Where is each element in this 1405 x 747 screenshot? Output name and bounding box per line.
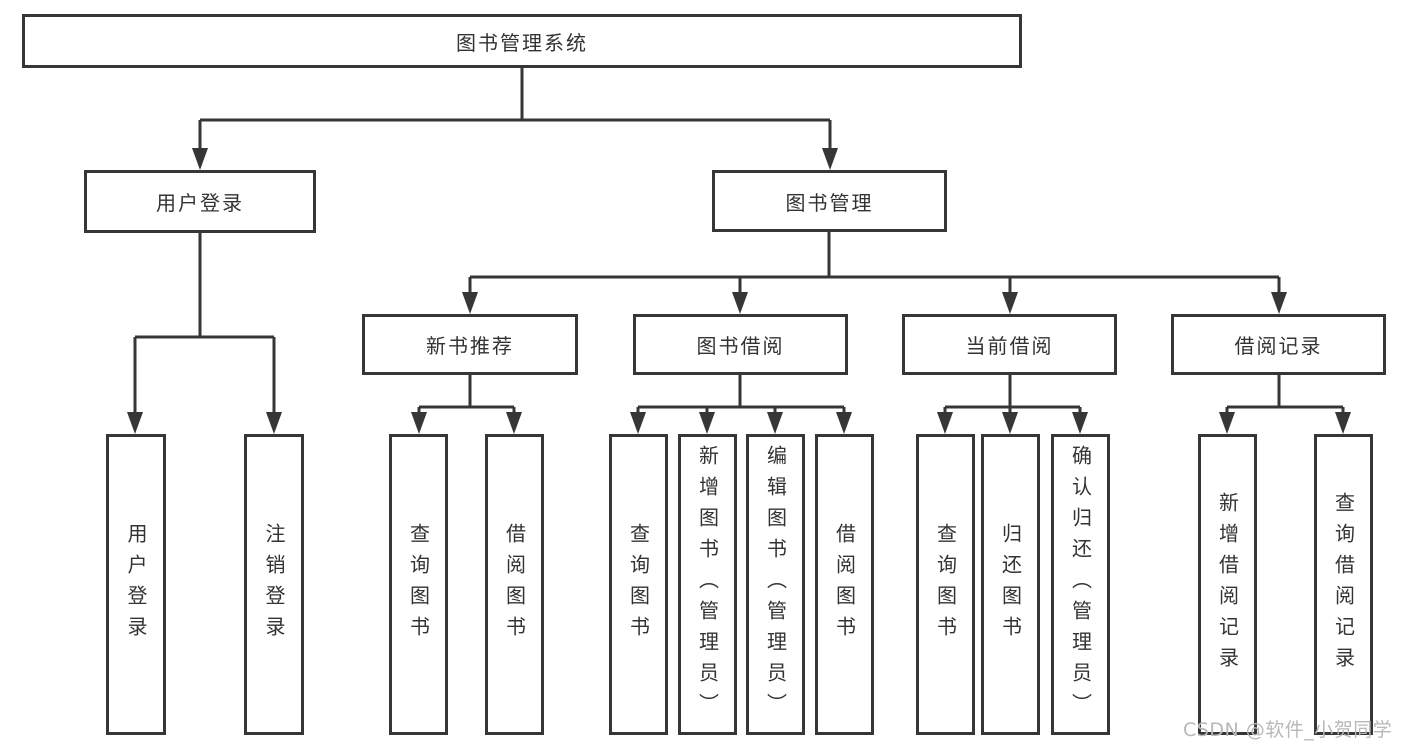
leaf-logout-login: 注销登录 (244, 434, 304, 735)
leaf-user-login: 用户登录 (106, 434, 166, 735)
leaf-return-books: 归还图书 (981, 434, 1040, 735)
node-label: 图书借阅 (696, 334, 785, 358)
node-label: 图书管理 (785, 190, 874, 215)
leaf-label: 新增图书（管理员） (695, 445, 720, 724)
node-current-borrowing: 当前借阅 (902, 314, 1117, 375)
node-user-login: 用户登录 (84, 170, 316, 233)
leaf-label: 新增借阅记录 (1215, 491, 1240, 678)
leaf-borrow-books-borrow: 借阅图书 (815, 434, 874, 735)
leaf-confirm-return-admin: 确认归还（管理员） (1051, 434, 1110, 735)
leaf-query-books-borrow: 查询图书 (609, 434, 668, 735)
leaf-add-books-admin: 新增图书（管理员） (678, 434, 737, 735)
csdn-watermark: CSDN @软件_小贺同学 (1183, 719, 1393, 741)
leaf-query-books-current: 查询图书 (916, 434, 975, 735)
leaf-label: 归还图书 (998, 522, 1023, 647)
leaf-label: 借阅图书 (832, 522, 857, 647)
leaf-query-borrow-record: 查询借阅记录 (1314, 434, 1373, 735)
node-label: 图书管理系统 (456, 30, 588, 55)
leaf-label: 用户登录 (124, 522, 148, 647)
node-label: 用户登录 (156, 191, 244, 215)
leaf-label: 查询图书 (626, 522, 651, 647)
leaf-label: 查询图书 (406, 522, 431, 647)
leaf-add-borrow-record: 新增借阅记录 (1198, 434, 1257, 735)
node-borrowing-records: 借阅记录 (1171, 314, 1386, 375)
node-root-system: 图书管理系统 (22, 14, 1022, 68)
leaf-query-books-recommend: 查询图书 (389, 434, 448, 735)
leaf-label: 编辑图书（管理员） (763, 445, 788, 724)
node-label: 新书推荐 (426, 334, 514, 358)
node-new-book-recommend: 新书推荐 (362, 314, 578, 375)
arrowheads (127, 148, 1351, 434)
leaf-edit-books-admin: 编辑图书（管理员） (746, 434, 805, 735)
leaf-label: 查询借阅记录 (1331, 491, 1356, 678)
leaf-label: 借阅图书 (502, 522, 527, 647)
leaf-label: 注销登录 (262, 522, 286, 647)
node-label: 当前借阅 (965, 334, 1054, 358)
node-label: 借阅记录 (1234, 334, 1323, 358)
leaf-label: 确认归还（管理员） (1068, 445, 1093, 724)
leaf-label: 查询图书 (933, 522, 958, 647)
node-book-management: 图书管理 (712, 170, 947, 232)
node-book-borrowing: 图书借阅 (633, 314, 848, 375)
leaf-borrow-books-recommend: 借阅图书 (485, 434, 544, 735)
